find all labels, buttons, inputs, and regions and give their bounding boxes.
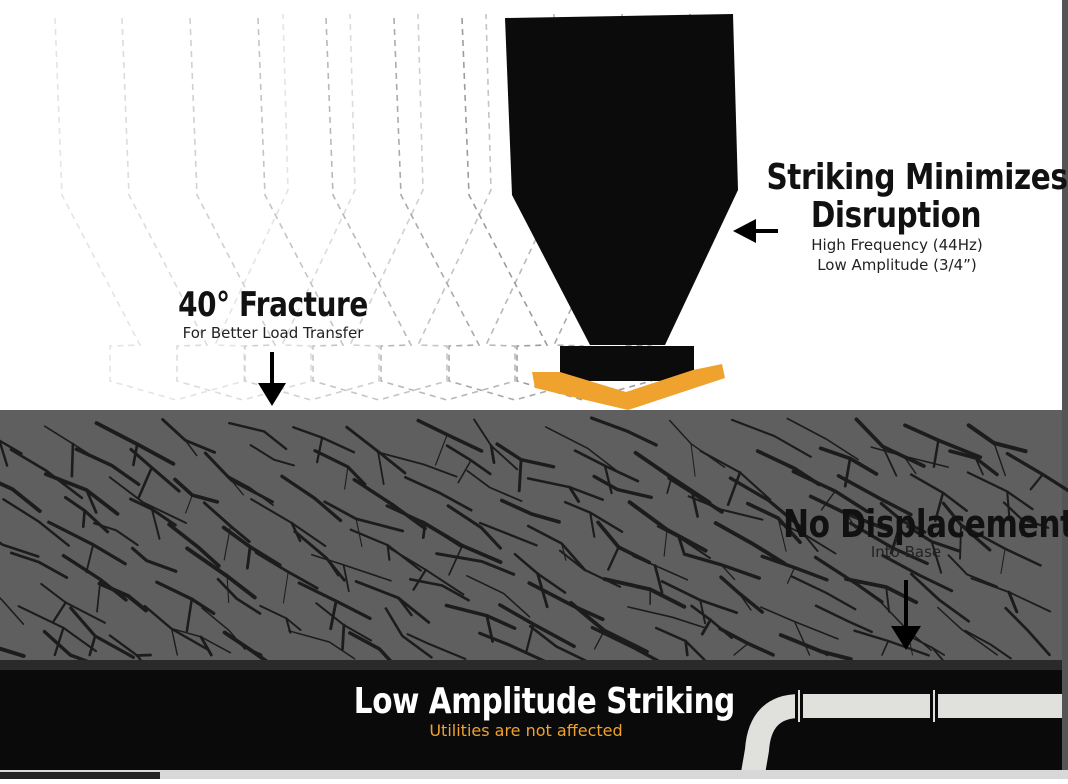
displacement-label: No Displacement Into Base	[756, 505, 1056, 563]
striking-details: High Frequency (44Hz) Low Amplitude (3/4…	[770, 236, 1024, 275]
base-title: Low Amplitude Striking	[354, 684, 698, 720]
crack-branch	[686, 641, 688, 655]
crack-branch	[343, 625, 344, 649]
bottom-strip-dark	[0, 772, 160, 779]
fracture-title: 40° Fracture	[172, 288, 374, 322]
bottom-strip	[0, 770, 1068, 779]
hammer-icon	[505, 14, 738, 345]
base-subtitle: Utilities are not affected	[316, 721, 736, 742]
striking-title-line2: Disruption	[766, 198, 1025, 234]
fracture-label: 40° Fracture For Better Load Transfer	[150, 288, 396, 344]
striking-title-line1: Striking Minimizes	[766, 160, 1025, 196]
hammer-foot	[560, 346, 694, 381]
crack-branch	[83, 511, 84, 527]
crack-branch	[72, 444, 73, 476]
striking-detail-line1: High Frequency (44Hz)	[770, 236, 1024, 256]
striking-label: Striking Minimizes Disruption	[738, 160, 1054, 234]
crack-branch	[519, 460, 521, 491]
base-band-edge	[0, 660, 1062, 670]
fracture-subtitle: For Better Load Transfer	[150, 324, 396, 344]
displacement-title: No Displacement	[783, 505, 1029, 543]
base-label: Low Amplitude Striking Utilities are not…	[316, 684, 736, 742]
arrow-down-icon	[258, 352, 286, 406]
striking-detail-line2: Low Amplitude (3/4”)	[770, 256, 1024, 276]
crack-branch	[137, 655, 150, 656]
frame-edge	[1062, 0, 1068, 779]
